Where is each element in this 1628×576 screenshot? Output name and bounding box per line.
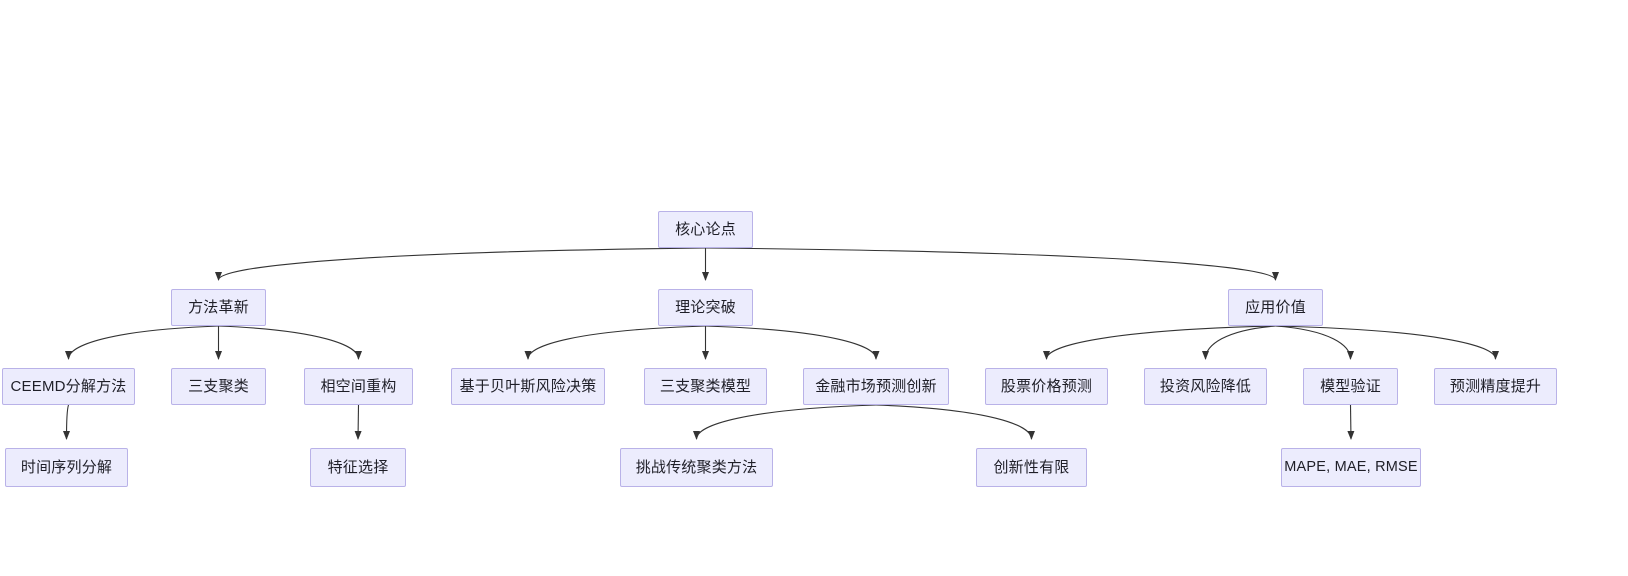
diagram-node-l2i[interactable]: 模型验证 [1303, 368, 1398, 405]
diagram-node-label: MAPE, MAE, RMSE [1284, 459, 1418, 476]
diagram-node-l1c[interactable]: 应用价值 [1228, 289, 1323, 326]
diagram-edge-l2c-to-l3b [354, 404, 362, 440]
diagram-node-label: CEEMD分解方法 [10, 378, 127, 395]
diagram-edge-l2f-to-l3d [875, 404, 1035, 440]
diagram-edge-root-to-l1a [215, 247, 706, 281]
diagram-node-l2j[interactable]: 预测精度提升 [1434, 368, 1557, 405]
diagram-node-label: 三支聚类 [188, 378, 249, 395]
diagram-node-label: 特征选择 [327, 459, 389, 476]
diagram-node-label: 投资风险降低 [1159, 378, 1252, 395]
diagram-node-l2f[interactable]: 金融市场预测创新 [803, 368, 949, 405]
diagram-node-l2d[interactable]: 基于贝叶斯风险决策 [451, 368, 605, 405]
diagram-node-label: 基于贝叶斯风险决策 [459, 378, 597, 395]
diagram-edge-l1c-to-l2j [1275, 325, 1499, 360]
diagram-edge-l2f-to-l3c [693, 404, 877, 440]
diagram-node-label: 方法革新 [188, 299, 249, 316]
diagram-edge-l1b-to-l2d [524, 325, 706, 360]
diagram-node-label: 挑战传统聚类方法 [635, 459, 758, 476]
diagram-node-label: 预测精度提升 [1449, 378, 1542, 395]
diagram-node-root[interactable]: 核心论点 [658, 211, 753, 248]
diagram-edge-l1c-to-l2g [1043, 325, 1276, 360]
diagram-node-label: 理论突破 [675, 299, 736, 316]
diagram-edge-l1c-to-l2i [1275, 325, 1354, 360]
diagram-node-label: 应用价值 [1245, 299, 1306, 316]
diagram-node-l2b[interactable]: 三支聚类 [171, 368, 266, 405]
diagram-node-l3b[interactable]: 特征选择 [310, 448, 406, 487]
diagram-node-l3c[interactable]: 挑战传统聚类方法 [620, 448, 773, 487]
diagram-node-l3a[interactable]: 时间序列分解 [5, 448, 128, 487]
diagram-node-l1b[interactable]: 理论突破 [658, 289, 753, 326]
diagram-node-l2a[interactable]: CEEMD分解方法 [2, 368, 135, 405]
diagram-node-l2c[interactable]: 相空间重构 [304, 368, 413, 405]
diagram-node-label: 相空间重构 [320, 378, 397, 395]
diagram-edge-l2a-to-l3a [63, 404, 71, 440]
diagram-node-l2g[interactable]: 股票价格预测 [985, 368, 1108, 405]
diagram-node-label: 金融市场预测创新 [815, 378, 937, 395]
diagram-edge-l1c-to-l2h [1202, 325, 1276, 360]
diagram-node-label: 三支聚类模型 [659, 378, 752, 395]
diagram-node-label: 时间序列分解 [20, 459, 113, 476]
diagram-node-l3d[interactable]: 创新性有限 [976, 448, 1087, 487]
diagram-node-label: 股票价格预测 [1000, 378, 1093, 395]
diagram-node-l3e[interactable]: MAPE, MAE, RMSE [1281, 448, 1421, 487]
diagram-edge-root-to-l1c [705, 247, 1279, 281]
diagram-node-l2e[interactable]: 三支聚类模型 [644, 368, 767, 405]
diagram-node-label: 模型验证 [1320, 378, 1381, 395]
diagram-node-label: 创新性有限 [993, 459, 1070, 476]
diagram-node-label: 核心论点 [675, 221, 736, 238]
diagram-edge-l1b-to-l2f [705, 325, 880, 360]
diagram-node-l2h[interactable]: 投资风险降低 [1144, 368, 1267, 405]
diagram-edge-l1a-to-l2a [65, 325, 219, 360]
diagram-node-l1a[interactable]: 方法革新 [171, 289, 266, 326]
diagram-edge-l1a-to-l2c [218, 325, 362, 360]
diagram-edge-l2i-to-l3e [1347, 404, 1355, 440]
